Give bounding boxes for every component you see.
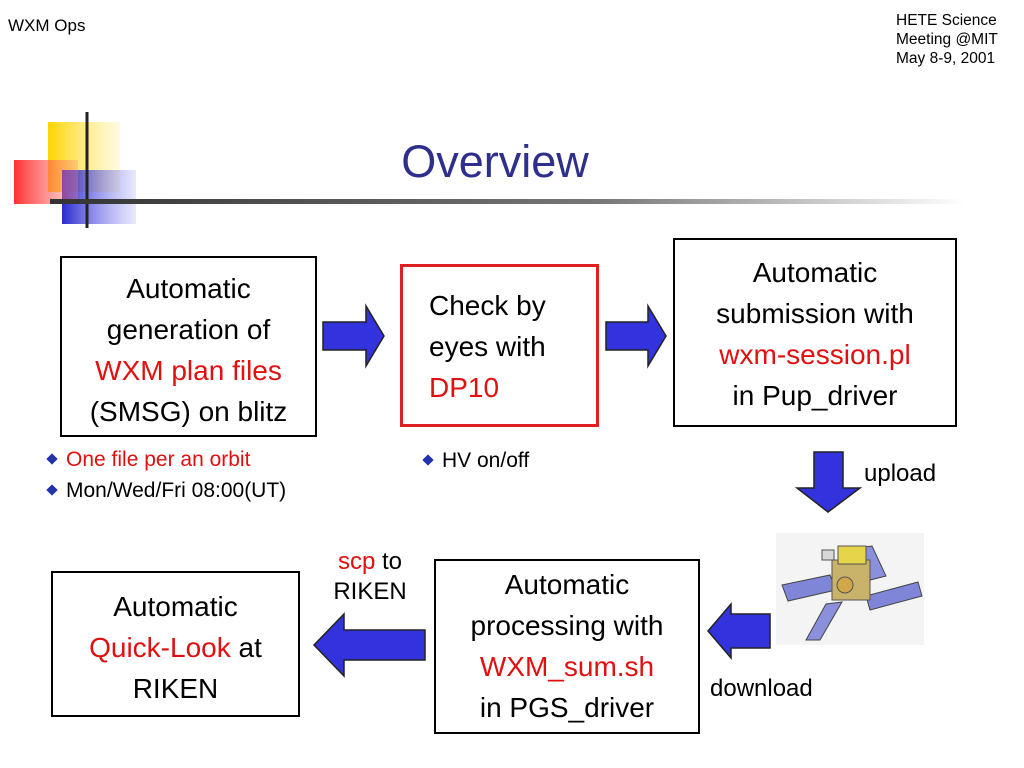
bullet-list-left: One file per an orbit Mon/Wed/Fri 08:00(… <box>46 444 287 506</box>
processing-box: Automatic processing with WXM_sum.sh in … <box>434 559 700 734</box>
list-item: One file per an orbit <box>46 444 286 475</box>
box-line: generation of <box>106 314 271 345</box>
upload-label: upload <box>864 460 937 487</box>
right-arrow-icon <box>605 303 667 369</box>
list-item: Mon/Wed/Fri 08:00(UT) <box>46 475 287 506</box>
scp-to: to <box>375 548 403 575</box>
slide-title-text: Overview <box>401 136 589 187</box>
header-right-line: Meeting @MIT <box>896 31 998 48</box>
down-arrow-icon <box>794 451 863 513</box>
download-label: download <box>710 675 813 702</box>
list-item-text: One file per an orbit <box>66 448 251 471</box>
box-line: eyes with <box>429 331 546 362</box>
list-item: HV on/off <box>422 445 530 476</box>
box-line: Automatic <box>126 273 251 304</box>
box-line: in PGS_driver <box>479 692 655 723</box>
header-right-line: May 8-9, 2001 <box>896 50 996 67</box>
box-line: Automatic <box>504 569 630 600</box>
box-line-highlight: Quick-Look <box>89 632 231 663</box>
diamond-bullet-icon <box>422 454 434 466</box>
box-line: (SMSG) on blitz <box>89 396 288 427</box>
header-left-label: WXM Ops <box>8 16 86 35</box>
box-line-highlight: wxm-session.pl <box>719 339 911 370</box>
box-line: Automatic <box>752 257 878 288</box>
scp-destination: RIKEN <box>333 578 407 605</box>
box-line: in Pup_driver <box>732 380 898 411</box>
list-item-text: Mon/Wed/Fri 08:00(UT) <box>66 479 287 502</box>
box-line-highlight: DP10 <box>429 372 500 403</box>
slide-title: Overview <box>0 136 990 188</box>
scp-command: scp <box>337 548 376 575</box>
box-line: RIKEN <box>132 673 219 704</box>
title-rule <box>50 199 965 204</box>
bullet-list-middle: HV on/off <box>422 445 530 476</box>
generation-box: Automatic generation of WXM plan files (… <box>60 256 317 437</box>
check-box: Check by eyes with DP10 <box>400 264 599 427</box>
left-arrow-icon <box>707 601 771 661</box>
right-arrow-icon <box>322 303 385 369</box>
box-line: submission with <box>716 298 914 329</box>
corner-logo-squares <box>14 112 136 228</box>
box-line-highlight: WXM_sum.sh <box>479 651 655 682</box>
submission-box: Automatic submission with wxm-session.pl… <box>673 238 957 427</box>
quicklook-box: Automatic Quick-Look at RIKEN <box>51 571 300 717</box>
satellite-icon <box>776 533 924 645</box>
diamond-bullet-icon <box>46 484 58 496</box>
box-line: Automatic <box>113 591 238 622</box>
scp-label: scp to RIKEN <box>330 547 410 607</box>
box-line: Quick-Look at <box>53 627 298 668</box>
box-line: processing with <box>470 610 664 641</box>
box-line: Check by <box>429 290 546 321</box>
list-item-text: HV on/off <box>442 449 530 472</box>
header-right-line: HETE Science <box>896 12 997 29</box>
box-line-tail: at <box>230 632 262 663</box>
scp-line: scp to <box>330 547 410 577</box>
diamond-bullet-icon <box>46 453 58 465</box>
box-line-highlight: WXM plan files <box>95 355 282 386</box>
left-arrow-icon <box>312 612 426 678</box>
header-right-label: HETE Science Meeting @MIT May 8-9, 2001 <box>896 11 998 68</box>
